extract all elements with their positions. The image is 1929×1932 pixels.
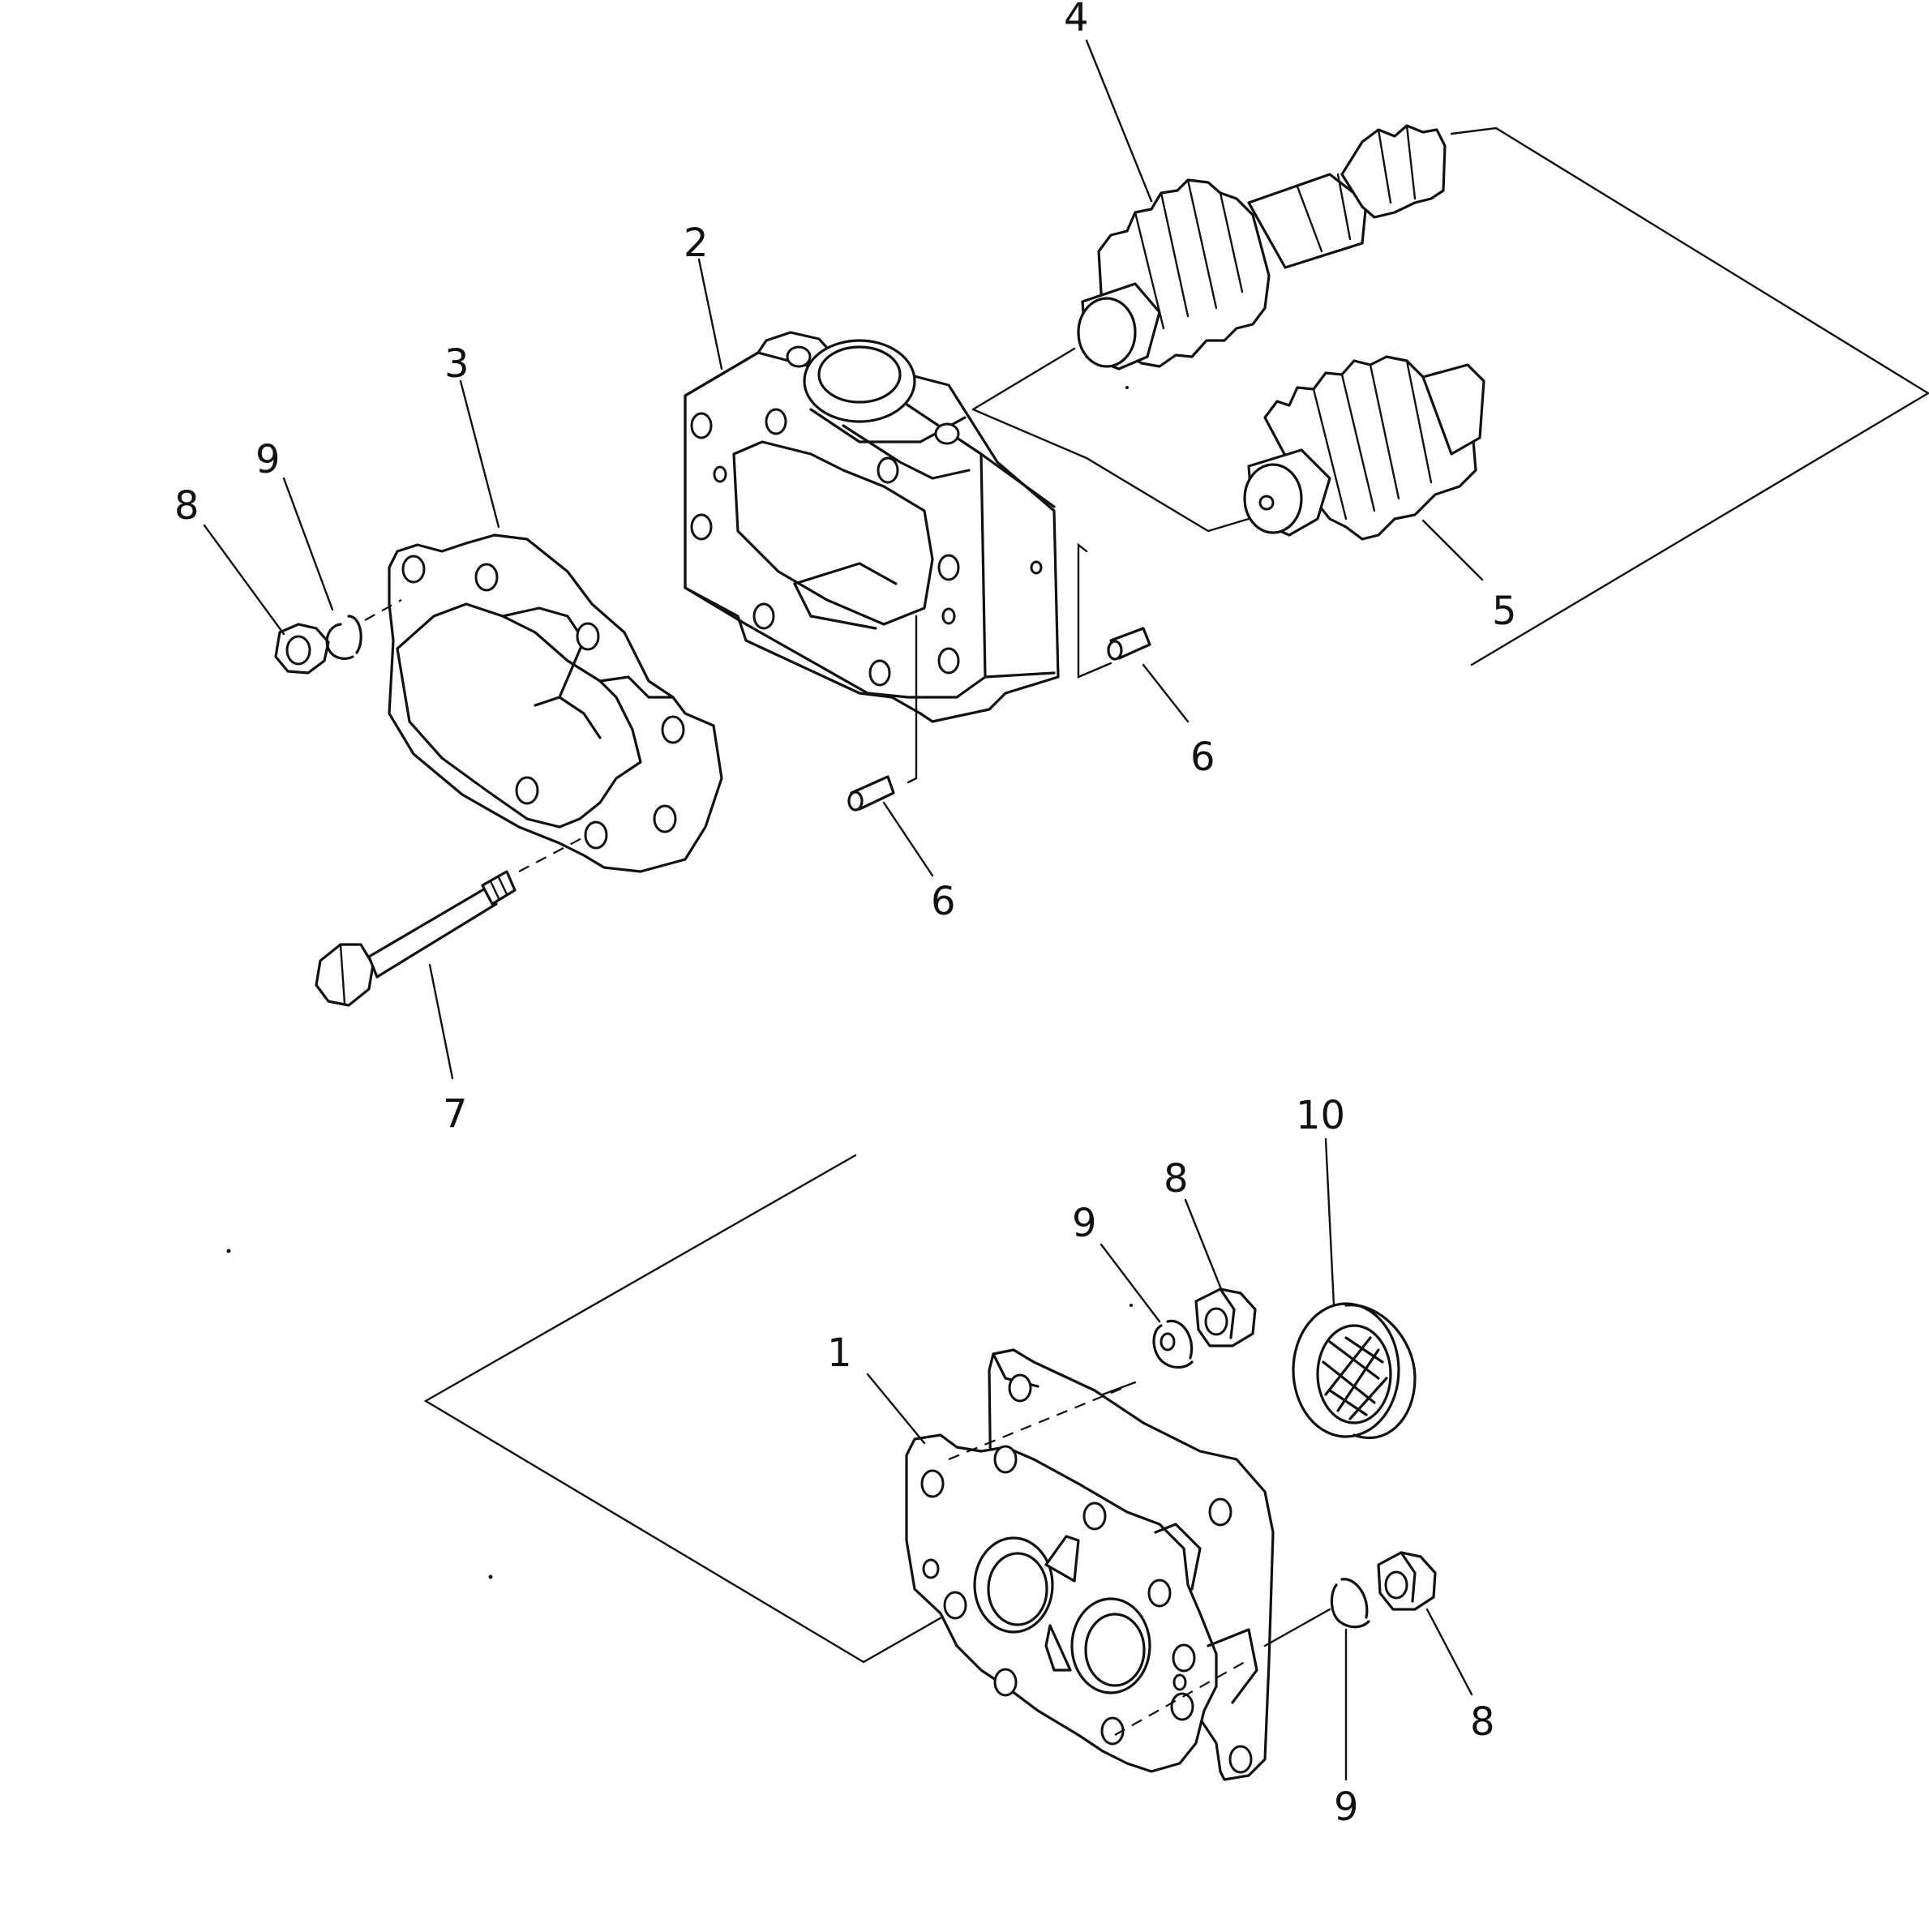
callout-10: 10 xyxy=(1296,1093,1345,1138)
callout-3: 3 xyxy=(444,341,469,387)
callout-6: 6 xyxy=(931,879,956,924)
callout-1: 1 xyxy=(827,1330,852,1376)
assembly-frame-lower xyxy=(423,1154,979,1664)
scan-specks xyxy=(226,386,1133,1579)
gear-housing xyxy=(684,331,1060,723)
leader-lines xyxy=(203,39,1484,1781)
nut-lower-top xyxy=(1194,1287,1257,1347)
dowel-pin-left xyxy=(847,615,918,812)
callout-6: 6 xyxy=(1190,735,1215,780)
callout-8: 8 xyxy=(174,483,199,529)
callout-5: 5 xyxy=(1492,589,1517,634)
callout-8: 8 xyxy=(1164,1156,1189,1202)
rear-cover xyxy=(388,533,723,873)
washer-lower-top xyxy=(1152,1319,1194,1369)
callout-9: 9 xyxy=(1072,1201,1097,1246)
driven-gear xyxy=(1243,355,1485,541)
drive-gear-shaft xyxy=(1077,124,1447,371)
front-flange-body xyxy=(905,1348,1331,1781)
oil-seal xyxy=(1292,1302,1417,1440)
callout-7: 7 xyxy=(443,1091,468,1137)
washer-upper-left xyxy=(325,599,402,660)
assembly-frame-upper xyxy=(971,126,1929,666)
washer-lower-bottom xyxy=(1330,1578,1370,1629)
long-bolt xyxy=(315,834,589,1007)
callout-9: 9 xyxy=(1334,1784,1359,1830)
callout-9: 9 xyxy=(255,437,281,482)
nut-lower-bottom xyxy=(1377,1551,1437,1611)
callout-labels: 4 2 3 9 8 5 6 6 7 10 8 9 1 8 9 xyxy=(174,0,1517,1830)
nut-upper-left xyxy=(274,623,330,675)
dowel-pin-right xyxy=(1077,542,1151,679)
callout-4: 4 xyxy=(1064,0,1089,41)
callout-8: 8 xyxy=(1470,1699,1495,1745)
callout-2: 2 xyxy=(684,221,709,266)
